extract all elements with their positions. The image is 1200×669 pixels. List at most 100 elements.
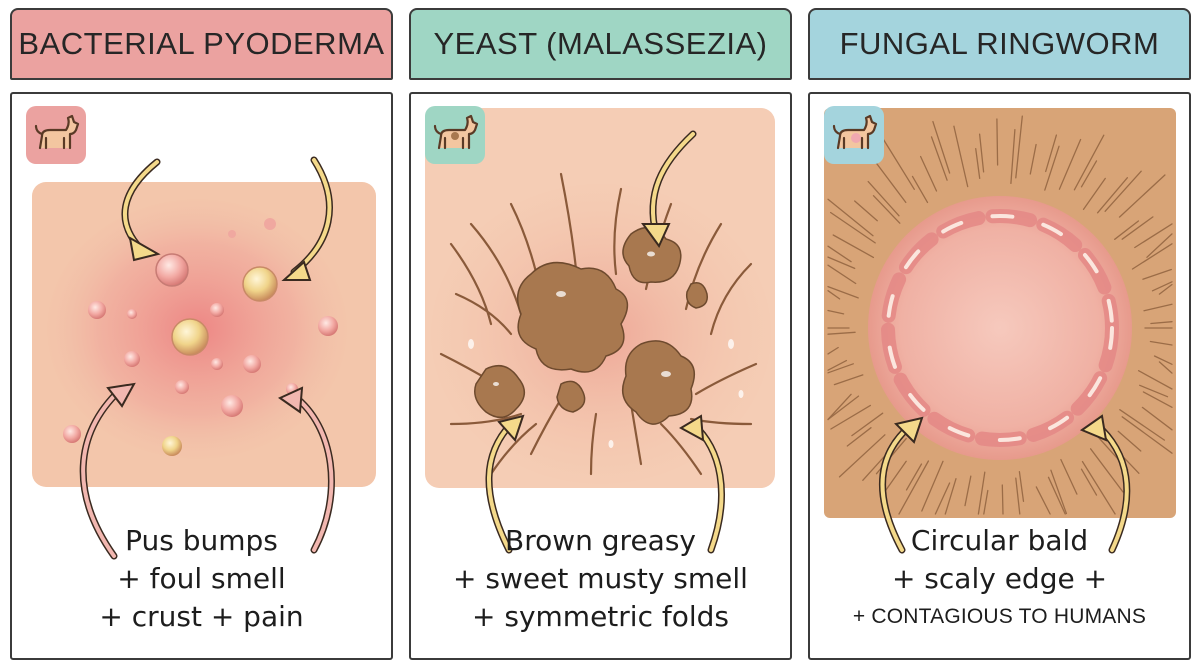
ringworm-illustration: [824, 106, 1176, 554]
fur-strand: [827, 256, 856, 270]
fur-strand: [919, 155, 938, 192]
fur-strand: [830, 404, 872, 430]
fur-strand: [829, 211, 876, 244]
fur-strand: [827, 363, 854, 374]
caption-line: Pus bumps: [125, 524, 278, 557]
fur-strand: [1117, 430, 1142, 452]
panel-header: BACTERIAL PYODERMA: [10, 8, 393, 80]
arrow-pink: [81, 388, 122, 558]
fur-strand: [964, 475, 972, 507]
fur-strand: [1118, 174, 1166, 218]
fur-strand: [827, 331, 856, 335]
fur-strand: [1015, 115, 1023, 179]
arrow-yellow: [650, 132, 695, 236]
fur-strand: [898, 460, 930, 515]
pus-bump: [210, 303, 224, 317]
fur-strand: [1139, 384, 1169, 398]
arrow-yellow: [487, 422, 513, 552]
pus-bump: [124, 351, 140, 367]
panel-yeast-malassezia: YEAST (MALASSEZIA): [409, 8, 792, 660]
arrow-yellow: [1094, 422, 1129, 552]
caption-line: + foul smell: [117, 562, 286, 595]
fur-strand: [833, 374, 864, 386]
pus-bump: [318, 316, 338, 336]
fur-strand: [1134, 223, 1173, 249]
pus-bump: [63, 425, 81, 443]
panel-illustration-box: [808, 92, 1191, 660]
bald-circle: [868, 196, 1132, 460]
fur-strand: [1058, 138, 1082, 190]
fur-strand: [827, 198, 874, 237]
fur-strand: [1029, 143, 1037, 175]
fur-strand: [975, 147, 981, 180]
panel-illustration-box: [10, 92, 393, 660]
arrow-pink: [292, 394, 334, 552]
fur-strand: [872, 195, 901, 224]
fur-strand: [1158, 283, 1173, 295]
fur-strand: [978, 133, 985, 173]
fur-strand: [1018, 471, 1025, 503]
fur-strand: [838, 434, 886, 478]
pus-bump: [162, 436, 182, 456]
fur-strand: [1150, 321, 1173, 325]
caption-line: + CONTAGIOUS TO HUMANS: [852, 605, 1147, 628]
caption: Brown greasy + sweet musty smell + symme…: [409, 522, 792, 636]
fur-strand: [1081, 460, 1116, 515]
fur-strand: [934, 482, 951, 515]
fur-strand: [1080, 160, 1098, 188]
fur-strand: [911, 175, 929, 204]
fur-strand: [827, 393, 852, 421]
grease-shine: [468, 251, 744, 448]
fur-strand: [953, 125, 969, 188]
fur-strand: [883, 460, 907, 494]
fur-strand: [851, 412, 884, 437]
pus-bump: [228, 230, 236, 238]
arrow-head: [497, 414, 525, 442]
fur-strand: [827, 359, 848, 371]
pus-bump: [264, 218, 276, 230]
arrow-yellow: [880, 424, 912, 552]
fur-strand: [921, 460, 944, 512]
arrow-head: [277, 386, 304, 414]
fur-strand: [1121, 416, 1173, 454]
fur-strand: [1104, 170, 1142, 212]
panel-title: FUNGAL RINGWORM: [839, 26, 1160, 61]
fur-strand: [1153, 355, 1173, 365]
fur-strand: [977, 471, 986, 515]
fur-strand: [1047, 476, 1066, 515]
fur-strand: [1044, 145, 1060, 191]
fur-strand: [1146, 233, 1173, 258]
pyoderma-illustration: [26, 106, 376, 560]
caption-line: + sweet musty smell: [453, 562, 748, 595]
fur-strand: [1035, 486, 1051, 515]
fur-strand: [1114, 220, 1140, 240]
fur-strand: [1050, 469, 1068, 515]
fur-strand: [827, 346, 839, 355]
fur-strand: [1131, 243, 1173, 270]
fur-strand: [932, 120, 951, 174]
arrow-head: [1079, 414, 1108, 442]
caption-line: + crust + pain: [99, 600, 304, 633]
pus-bump: [175, 380, 189, 394]
fur-strand: [881, 135, 915, 190]
caption-line: + scaly edge +: [891, 562, 1108, 595]
fur-strand: [1080, 468, 1098, 496]
fur-strand: [1141, 406, 1173, 431]
fur-strand: [827, 245, 852, 263]
fur-strand: [1149, 340, 1173, 346]
arrow-head: [894, 416, 924, 444]
fur-strand: [872, 158, 907, 204]
fur-strands: [827, 115, 1173, 515]
dog-icon: [425, 106, 485, 164]
fur-strand: [827, 395, 860, 421]
fur-strand: [1015, 477, 1021, 515]
fur-strand: [827, 290, 841, 300]
panel-title: YEAST (MALASSEZIA): [433, 26, 768, 61]
fur-strand: [996, 118, 999, 166]
fur-strand: [832, 234, 875, 259]
pus-bump: [88, 301, 106, 319]
fur-strand: [1082, 177, 1106, 211]
panel-header: FUNGAL RINGWORM: [808, 8, 1191, 80]
fur-strand: [1158, 361, 1173, 374]
fur-strand: [1089, 448, 1124, 493]
